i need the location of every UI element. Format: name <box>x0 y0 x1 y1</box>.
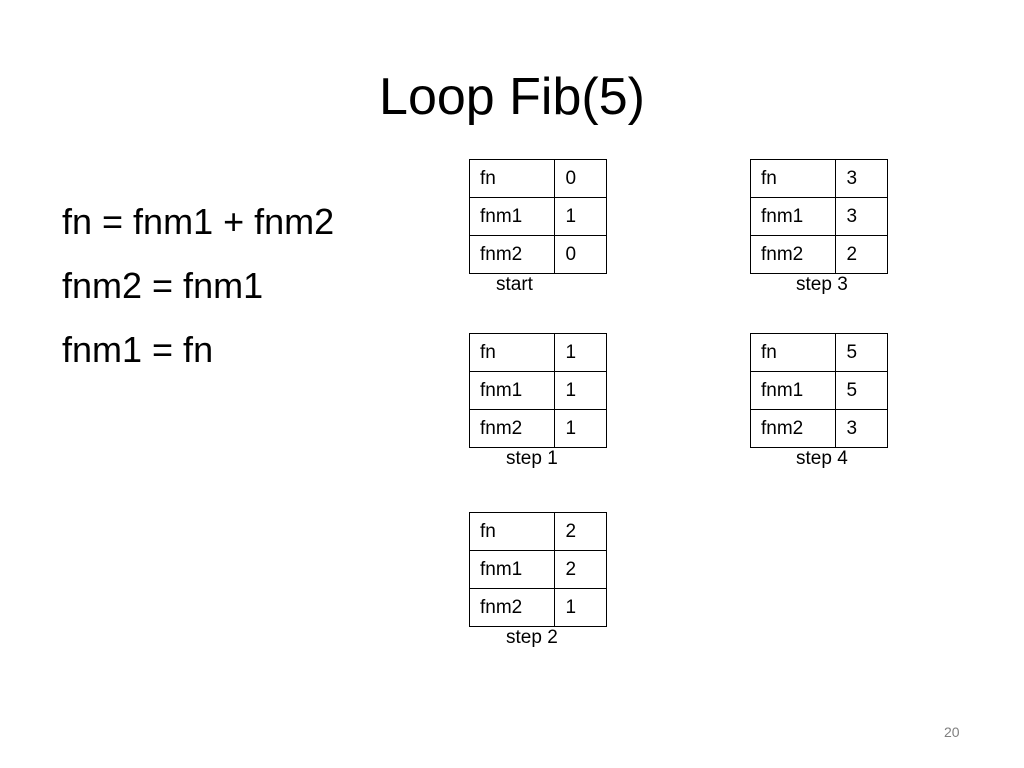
table-row: fnm1 5 <box>749 371 888 410</box>
variable-value: 1 <box>554 197 607 236</box>
variable-value: 1 <box>554 333 607 372</box>
table-row: fnm1 3 <box>749 197 888 236</box>
variable-value: 2 <box>554 550 607 589</box>
variable-value: 3 <box>835 159 888 198</box>
variable-value: 5 <box>835 333 888 372</box>
state-block-start: fn 0 fnm1 1 fnm2 0 start <box>468 159 607 296</box>
variable-value: 1 <box>554 588 607 627</box>
code-line: fnm1 = fn <box>62 329 214 370</box>
variable-name: fn <box>468 512 556 551</box>
variable-name: fnm2 <box>749 235 837 274</box>
table-row: fnm2 2 <box>749 235 888 274</box>
state-table: fn 3 fnm1 3 fnm2 2 <box>749 159 888 274</box>
variable-value: 2 <box>835 235 888 274</box>
variable-name: fn <box>468 159 556 198</box>
table-row: fn 2 <box>468 512 607 551</box>
code-line: fn = fnm1 + fnm2 <box>62 201 335 242</box>
variable-value: 2 <box>554 512 607 551</box>
state-caption: step 4 <box>796 448 848 469</box>
table-row: fnm2 0 <box>468 235 607 274</box>
variable-name: fnm1 <box>749 197 837 236</box>
state-table: fn 0 fnm1 1 fnm2 0 <box>468 159 607 274</box>
variable-name: fnm1 <box>468 197 556 236</box>
state-caption: step 2 <box>506 627 558 648</box>
variable-name: fn <box>749 159 837 198</box>
variable-name: fnm2 <box>468 409 556 448</box>
code-lines: fn = fnm1 + fnm2 fnm2 = fnm1 fnm1 = fn <box>62 190 334 382</box>
variable-name: fnm2 <box>468 235 556 274</box>
table-row: fn 1 <box>468 333 607 372</box>
variable-value: 0 <box>554 159 607 198</box>
table-row: fn 0 <box>468 159 607 198</box>
variable-value: 3 <box>835 197 888 236</box>
table-row: fnm2 1 <box>468 588 607 627</box>
state-caption: step 1 <box>506 448 558 469</box>
variable-name: fnm2 <box>468 588 556 627</box>
state-block-step-2: fn 2 fnm1 2 fnm2 1 step 2 <box>468 512 607 649</box>
variable-name: fn <box>749 333 837 372</box>
variable-name: fnm1 <box>468 371 556 410</box>
variable-value: 0 <box>554 235 607 274</box>
variable-name: fnm2 <box>749 409 837 448</box>
variable-name: fnm1 <box>468 550 556 589</box>
table-row: fn 5 <box>749 333 888 372</box>
variable-value: 5 <box>835 371 888 410</box>
state-block-step-1: fn 1 fnm1 1 fnm2 1 step 1 <box>468 333 607 470</box>
state-table: fn 2 fnm1 2 fnm2 1 <box>468 512 607 627</box>
state-block-step-3: fn 3 fnm1 3 fnm2 2 step 3 <box>749 159 888 296</box>
table-row: fnm1 1 <box>468 371 607 410</box>
state-block-step-4: fn 5 fnm1 5 fnm2 3 step 4 <box>749 333 888 470</box>
state-caption: step 3 <box>796 274 848 295</box>
table-row: fnm2 3 <box>749 409 888 448</box>
variable-name: fn <box>468 333 556 372</box>
variable-name: fnm1 <box>749 371 837 410</box>
table-row: fn 3 <box>749 159 888 198</box>
table-row: fnm1 1 <box>468 197 607 236</box>
table-row: fnm1 2 <box>468 550 607 589</box>
variable-value: 3 <box>835 409 888 448</box>
variable-value: 1 <box>554 409 607 448</box>
code-line: fnm2 = fnm1 <box>62 265 264 306</box>
page-number: 20 <box>944 724 960 740</box>
state-caption: start <box>496 274 533 295</box>
state-table: fn 1 fnm1 1 fnm2 1 <box>468 333 607 448</box>
table-row: fnm2 1 <box>468 409 607 448</box>
variable-value: 1 <box>554 371 607 410</box>
slide-title: Loop Fib(5) <box>379 68 645 126</box>
state-table: fn 5 fnm1 5 fnm2 3 <box>749 333 888 448</box>
